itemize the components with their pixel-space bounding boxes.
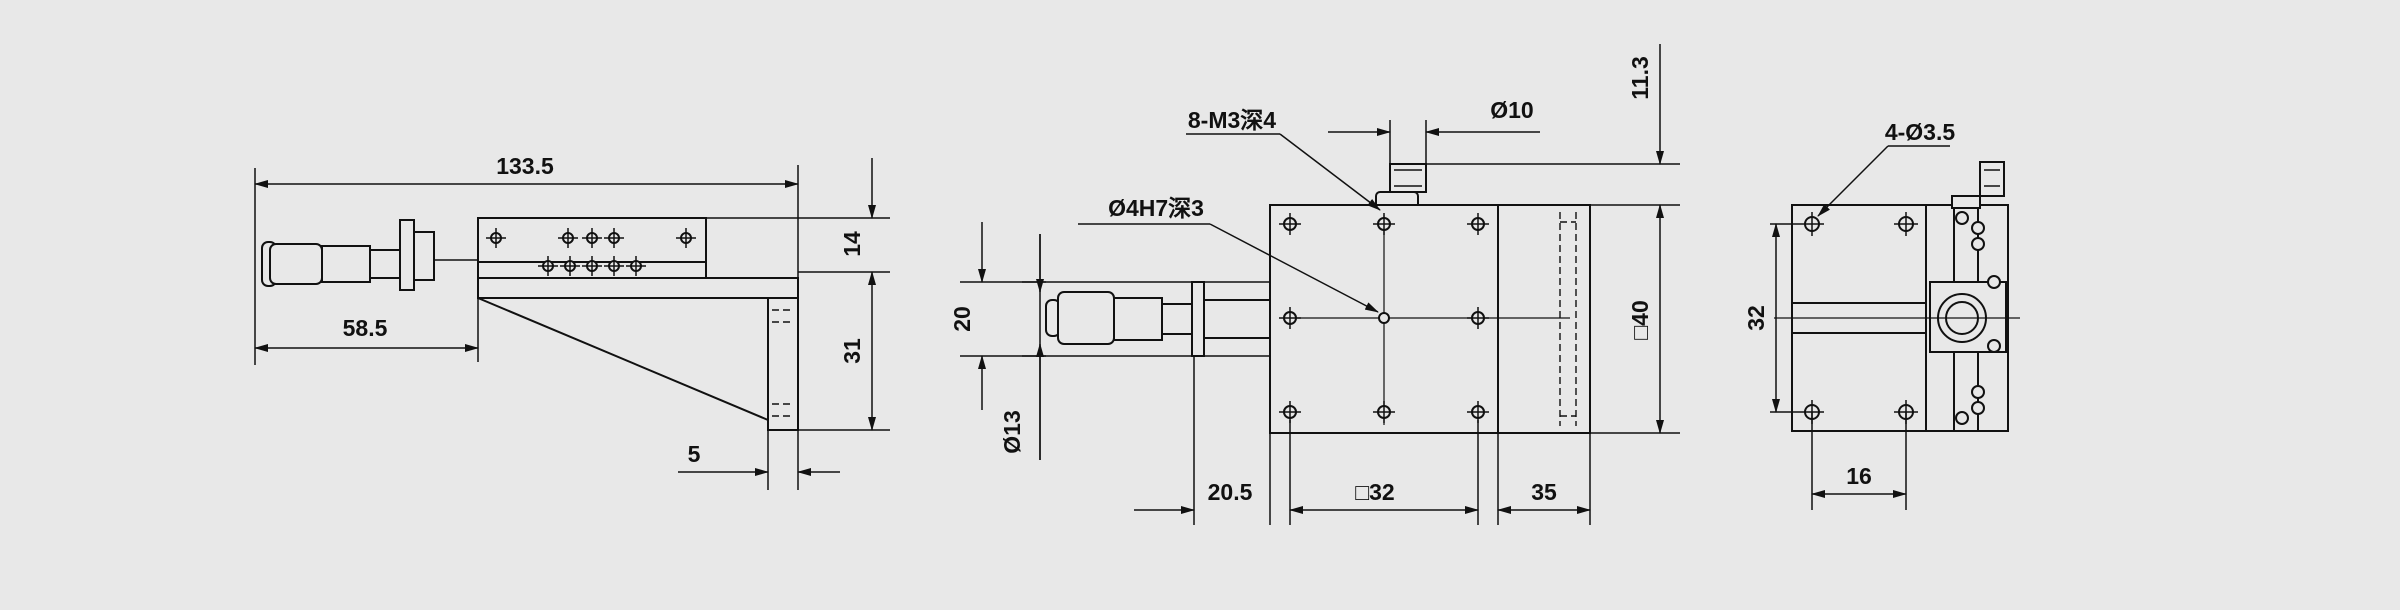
side-hole: [486, 228, 506, 248]
side-hole: [676, 228, 696, 248]
dim-hole-pitch-v: 32: [1743, 305, 1769, 331]
dim-bracket-height: 31: [839, 338, 865, 364]
screw-head: [1955, 211, 1969, 225]
screw-head: [1987, 275, 2001, 289]
callout-pin: Ø4H7深3: [1108, 195, 1204, 221]
screw-head: [1987, 339, 2001, 353]
thread-hole: [1467, 401, 1489, 423]
top-leaders: [1078, 133, 1381, 313]
side-hole: [538, 256, 558, 276]
dim-table-size: □32: [1355, 479, 1394, 505]
dim-knob-height: 11.3: [1627, 56, 1653, 100]
dim-micrometer-offset: 20.5: [1208, 479, 1253, 505]
top-knob: [1375, 163, 1427, 209]
side-hole: [560, 256, 580, 276]
thread-hole: [1467, 213, 1489, 235]
pin-hole: [1378, 312, 1390, 324]
side-hole: [582, 256, 602, 276]
mount-hole: [1800, 212, 1824, 236]
dim-overall-length: 133.5: [496, 153, 554, 179]
side-view: 133.5 58.5 14 31 5: [254, 153, 890, 490]
screw-head: [1971, 237, 1985, 251]
micrometer-head: [261, 219, 478, 291]
side-dimension-lines: [254, 158, 876, 476]
dim-knob-diameter: Ø10: [1490, 97, 1533, 123]
callout-thread: 8-M3深4: [1188, 107, 1276, 133]
stage-top: [477, 217, 799, 299]
thread-hole: [1373, 213, 1395, 235]
dim-thimble-diameter: Ø13: [999, 410, 1025, 453]
top-view: 8-M3深4 Ø10 11.3 Ø4H7深3 20 Ø13 20.5 □32 3…: [949, 44, 1680, 525]
end-view: 4-Ø3.5 32 16: [1743, 119, 2020, 510]
end-body: [1774, 161, 2020, 432]
top-dimension-lines: [978, 44, 1664, 514]
dim-body-height: □40: [1627, 300, 1653, 339]
side-hole: [558, 228, 578, 248]
dim-spindle-offset: 20: [949, 306, 975, 332]
thread-hole: [1279, 307, 1301, 329]
end-dimension-lines: [1772, 145, 1950, 498]
side-hole: [582, 228, 602, 248]
side-hole: [604, 256, 624, 276]
top-micrometer: [1022, 281, 1271, 357]
callout-mount-holes: 4-Ø3.5: [1885, 119, 1956, 145]
dim-body-width: 35: [1531, 479, 1557, 505]
dim-hole-offset-h: 16: [1846, 463, 1872, 489]
l-bracket: [477, 297, 799, 431]
mount-hole: [1894, 212, 1918, 236]
top-body: [1269, 204, 1591, 434]
thread-hole: [1373, 401, 1395, 423]
thread-hole: [1279, 213, 1301, 235]
dim-bracket-thickness: 5: [688, 441, 701, 467]
side-hole: [626, 256, 646, 276]
side-hole: [604, 228, 624, 248]
thread-hole: [1279, 401, 1301, 423]
thread-hole: [1467, 307, 1489, 329]
screw-head: [1955, 411, 1969, 425]
screw-head: [1971, 221, 1985, 235]
screw-head: [1971, 401, 1985, 415]
dim-micrometer-length: 58.5: [343, 315, 388, 341]
screw-head: [1971, 385, 1985, 399]
dim-top-thickness: 14: [839, 231, 865, 257]
